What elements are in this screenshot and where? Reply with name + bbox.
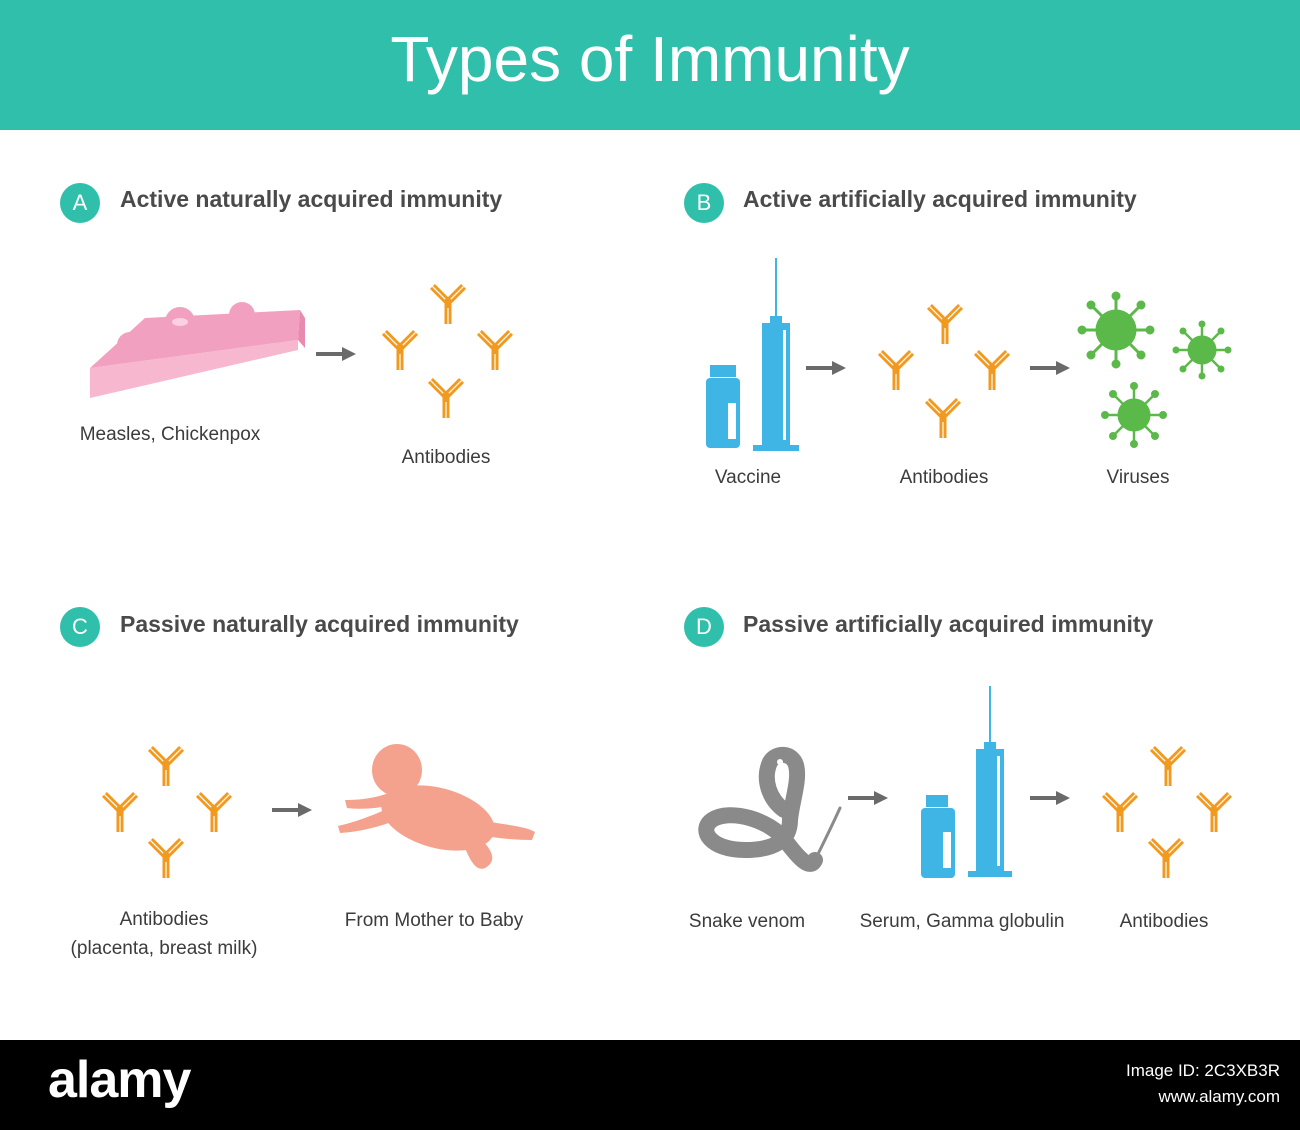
arrow-d1	[848, 791, 888, 805]
arrow-d2	[1030, 791, 1070, 805]
serum-vial-icon	[921, 795, 955, 878]
arrow-c	[272, 803, 312, 817]
section-a-badge: A	[60, 183, 100, 223]
caption-vaccine: Vaccine	[714, 467, 782, 488]
caption-antibodies-c: Antibodies	[119, 909, 209, 930]
baby-icon	[338, 744, 535, 869]
caption-serum: Serum, Gamma globulin	[859, 911, 1065, 932]
caption-antibodies-b: Antibodies	[899, 467, 989, 488]
section-b-heading: Active artificially acquired immunity	[743, 186, 1137, 212]
page-title: Types of Immunity	[390, 23, 910, 95]
image-code: Image ID: 2C3XB3R www.alamy.com	[1126, 1058, 1280, 1110]
illustrations	[90, 258, 1233, 879]
alamy-logo: alamy	[48, 1051, 191, 1109]
caption-antibodies-a: Antibodies	[401, 447, 491, 468]
arrow-b1	[806, 361, 846, 375]
section-d-heading: Passive artificially acquired immunity	[743, 611, 1154, 637]
image-id: Image ID: 2C3XB3R	[1125, 1061, 1280, 1080]
section-b-badge: B	[684, 183, 724, 223]
vaccine-icon	[706, 365, 740, 448]
syringe-icon	[753, 258, 799, 451]
syringe-d-icon	[968, 686, 1012, 877]
section-d-badge: D	[684, 607, 724, 647]
arrow-b2	[1030, 361, 1070, 375]
watermark-footer: alamy Image ID: 2C3XB3R www.alamy.com	[0, 1040, 1300, 1130]
title-banner: Types of Immunity	[0, 0, 1300, 130]
caption-measles: Measles, Chickenpox	[79, 424, 261, 445]
caption-antibodies-d: Antibodies	[1119, 911, 1209, 932]
caption-snake-venom: Snake venom	[688, 911, 806, 932]
antibodies-c	[101, 745, 233, 879]
antibodies-a	[381, 283, 514, 419]
image-url: www.alamy.com	[1158, 1087, 1280, 1106]
arrow-a	[316, 347, 356, 361]
snake-icon	[698, 746, 842, 872]
virus-icon	[1077, 291, 1232, 448]
caption-placenta: (placenta, breast milk)	[70, 938, 258, 959]
section-a-heading: Active naturally acquired immunity	[120, 186, 503, 212]
section-c-badge: C	[60, 607, 100, 647]
caption-mother-baby: From Mother to Baby	[344, 910, 524, 931]
section-c-heading: Passive naturally acquired immunity	[120, 611, 519, 637]
antibodies-d	[1101, 745, 1233, 879]
skin-rash-icon	[90, 302, 305, 398]
antibodies-b	[877, 303, 1011, 439]
caption-viruses: Viruses	[1106, 467, 1170, 488]
